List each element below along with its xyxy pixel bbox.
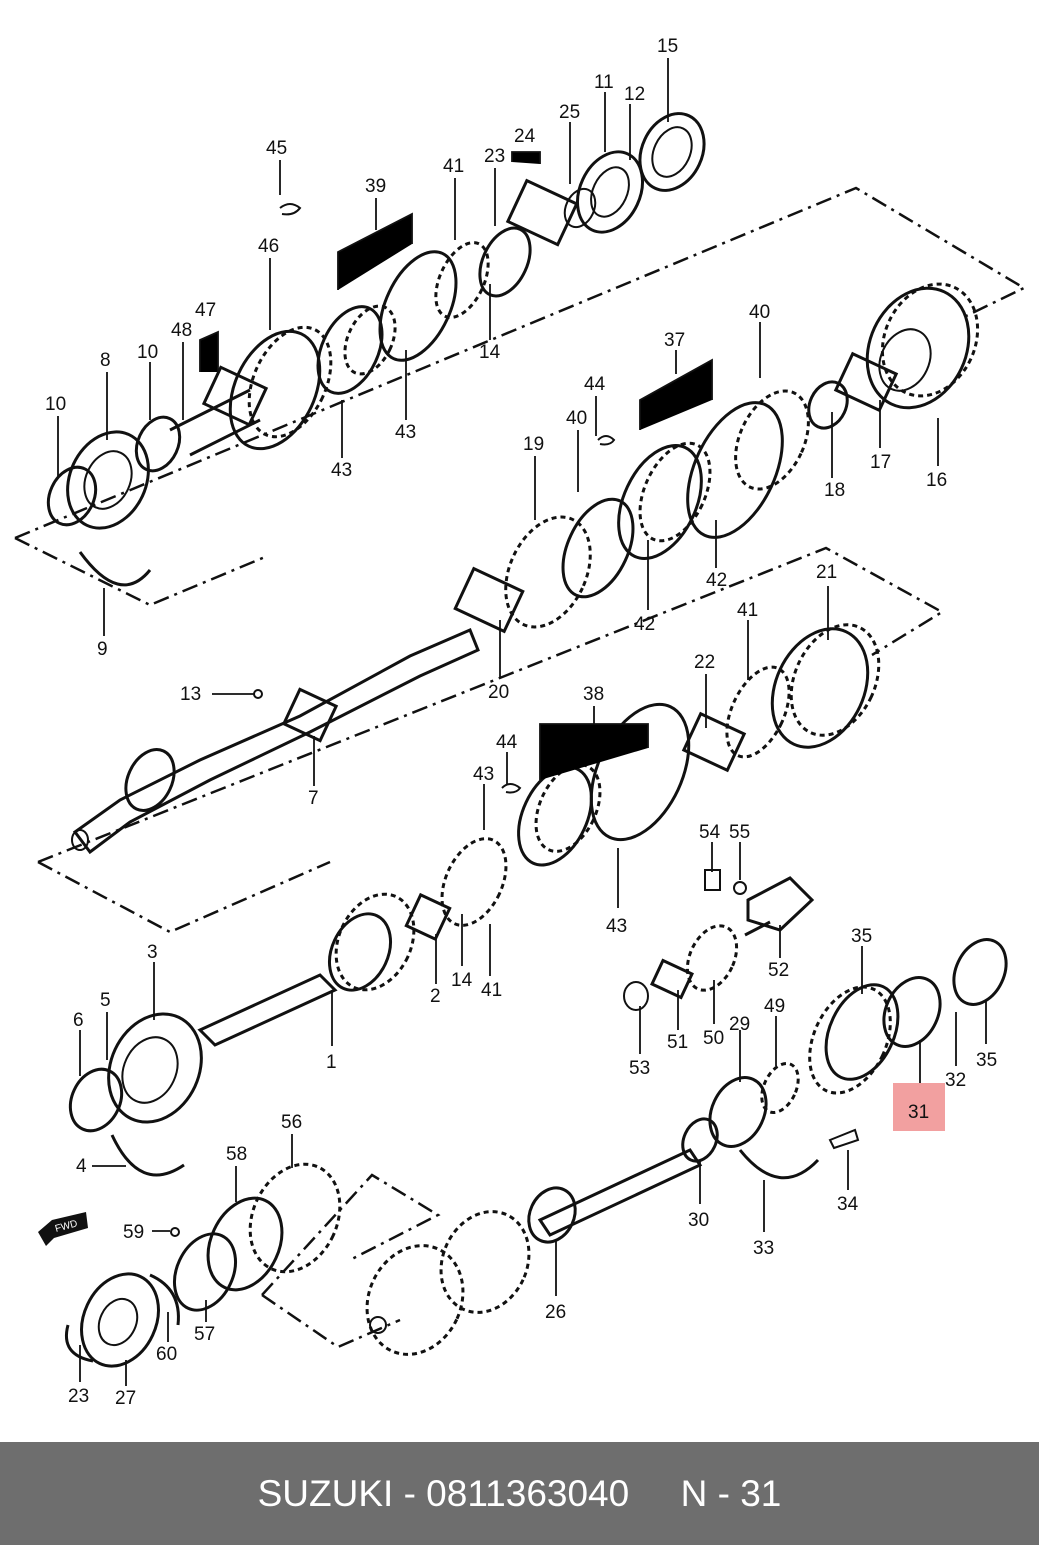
footer-bar: SUZUKI - 0811363040 N - 31 (0, 1442, 1039, 1545)
callout-24: 24 (514, 126, 536, 147)
callout-57: 57 (194, 1324, 215, 1345)
callout-50: 50 (703, 1028, 724, 1049)
callout-14: 14 (451, 970, 473, 991)
callout-41: 41 (481, 980, 502, 1001)
callout-37: 37 (664, 330, 685, 351)
callout-13: 13 (180, 684, 201, 705)
callout-34: 34 (837, 1194, 859, 1215)
callout-42: 42 (706, 570, 727, 591)
callout-40: 40 (749, 302, 770, 323)
callout-10: 10 (137, 342, 158, 363)
callout-7: 7 (308, 788, 319, 809)
callout-10: 10 (45, 394, 66, 415)
lower-input-shaft (68, 892, 452, 1177)
callout-9: 9 (97, 639, 108, 660)
callout-29: 29 (729, 1014, 750, 1035)
callout-16: 16 (926, 470, 947, 491)
callout-39: 39 (365, 176, 386, 197)
callout-3: 3 (147, 942, 158, 963)
callout-27: 27 (115, 1388, 136, 1409)
callout-31: 31 (908, 1102, 929, 1123)
callout-17: 17 (870, 452, 891, 473)
callout-35: 35 (976, 1050, 997, 1071)
callout-labels: 15 11 12 25 24 23 41 39 45 46 47 48 10 8… (45, 36, 997, 1409)
callout-6: 6 (73, 1010, 84, 1031)
middle-shaft-outline (37, 546, 945, 864)
callout-22: 22 (694, 652, 715, 673)
main-shaft (71, 628, 480, 855)
callout-8: 8 (100, 350, 111, 371)
callout-20: 20 (488, 682, 509, 703)
upper-shaft-outline-bottom (14, 536, 266, 607)
callout-44: 44 (584, 374, 606, 395)
exploded-parts-diagram: FWD (14, 36, 1027, 1409)
upper-right-assembly (453, 282, 980, 634)
callout-33: 33 (753, 1238, 774, 1259)
callout-56: 56 (281, 1112, 302, 1133)
callout-11: 11 (594, 72, 614, 93)
callout-18: 18 (824, 480, 845, 501)
callout-59: 59 (123, 1222, 144, 1243)
lower-outline-bottom (261, 1293, 401, 1349)
callout-32: 32 (945, 1070, 966, 1091)
footer-part-number: SUZUKI - 0811363040 N - 31 (257, 1472, 782, 1514)
countershaft-assembly (537, 869, 1008, 1237)
callout-41: 41 (737, 600, 758, 621)
middle-shaft-outline-bottom (37, 860, 331, 934)
callout-54: 54 (699, 822, 721, 843)
callout-12: 12 (624, 84, 645, 105)
callout-30: 30 (688, 1210, 709, 1231)
lower-outline (261, 1173, 441, 1296)
callout-53: 53 (629, 1058, 650, 1079)
callout-51: 51 (667, 1032, 688, 1053)
highlight-box (893, 1083, 945, 1131)
callout-58: 58 (226, 1144, 247, 1165)
callout-19: 19 (523, 434, 544, 455)
callout-21: 21 (816, 562, 837, 583)
callout-49: 49 (764, 996, 785, 1017)
callout-43: 43 (331, 460, 352, 481)
callout-43: 43 (473, 764, 494, 785)
leader-lines (57, 58, 987, 1386)
callout-45: 45 (266, 138, 287, 159)
callout-46: 46 (258, 236, 279, 257)
callout-5: 5 (100, 990, 111, 1011)
callout-60: 60 (156, 1344, 177, 1365)
callout-38: 38 (583, 684, 604, 705)
callout-52: 52 (768, 960, 789, 981)
callout-47: 47 (195, 300, 216, 321)
callout-26: 26 (545, 1302, 566, 1323)
callout-23: 23 (68, 1386, 89, 1407)
callout-25: 25 (559, 102, 580, 123)
callout-48: 48 (171, 320, 192, 341)
callout-40: 40 (566, 408, 587, 429)
reverse-gear-assembly (65, 1162, 577, 1368)
callout-1: 1 (326, 1052, 337, 1073)
callout-43: 43 (606, 916, 627, 937)
callout-4: 4 (76, 1156, 87, 1177)
callout-55: 55 (729, 822, 750, 843)
callout-23: 23 (484, 146, 505, 167)
upper-shaft-assembly (46, 112, 706, 587)
callout-14: 14 (479, 342, 501, 363)
callout-41: 41 (443, 156, 464, 177)
callout-44: 44 (496, 732, 518, 753)
callout-43: 43 (395, 422, 416, 443)
callout-2: 2 (430, 986, 441, 1007)
forward-arrow-icon: FWD (38, 1212, 88, 1246)
callout-35: 35 (851, 926, 872, 947)
callout-42: 42 (634, 614, 655, 635)
upper-shaft-outline (14, 186, 1027, 540)
callout-15: 15 (657, 36, 678, 57)
